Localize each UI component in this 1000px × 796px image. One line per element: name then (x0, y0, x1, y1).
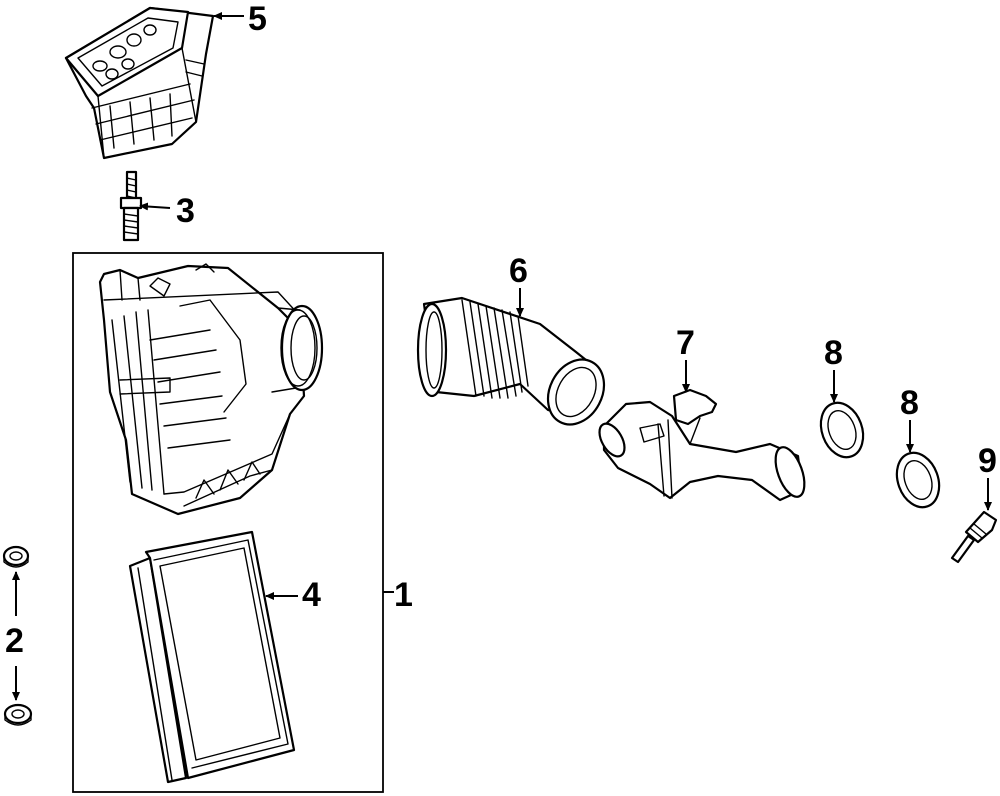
callout-8-right: 8 (900, 384, 919, 422)
grommet-upper[interactable] (2, 545, 30, 568)
outlet-duct-part[interactable] (594, 388, 810, 502)
stud-part[interactable] (119, 170, 143, 242)
callout-2: 2 (5, 622, 24, 660)
seal-ring-left[interactable] (814, 397, 871, 463)
air-filter-element-part[interactable] (128, 530, 296, 784)
temperature-sensor-part[interactable] (950, 510, 998, 564)
callout-9: 9 (978, 442, 997, 480)
callout-8-left: 8 (824, 334, 843, 372)
intake-hose-part[interactable] (416, 296, 615, 434)
leader-lines (12, 12, 992, 701)
intake-duct-part[interactable] (64, 6, 215, 160)
callout-4: 4 (302, 576, 321, 614)
callout-1: 1 (394, 576, 413, 614)
seal-ring-right[interactable] (890, 447, 947, 513)
callout-5: 5 (248, 0, 267, 38)
grommet-lower[interactable] (3, 703, 33, 726)
assembly-outline (72, 252, 384, 793)
air-cleaner-housing[interactable] (98, 263, 324, 516)
callout-3: 3 (176, 192, 195, 230)
callout-6: 6 (509, 252, 528, 290)
callout-7: 7 (676, 324, 695, 362)
